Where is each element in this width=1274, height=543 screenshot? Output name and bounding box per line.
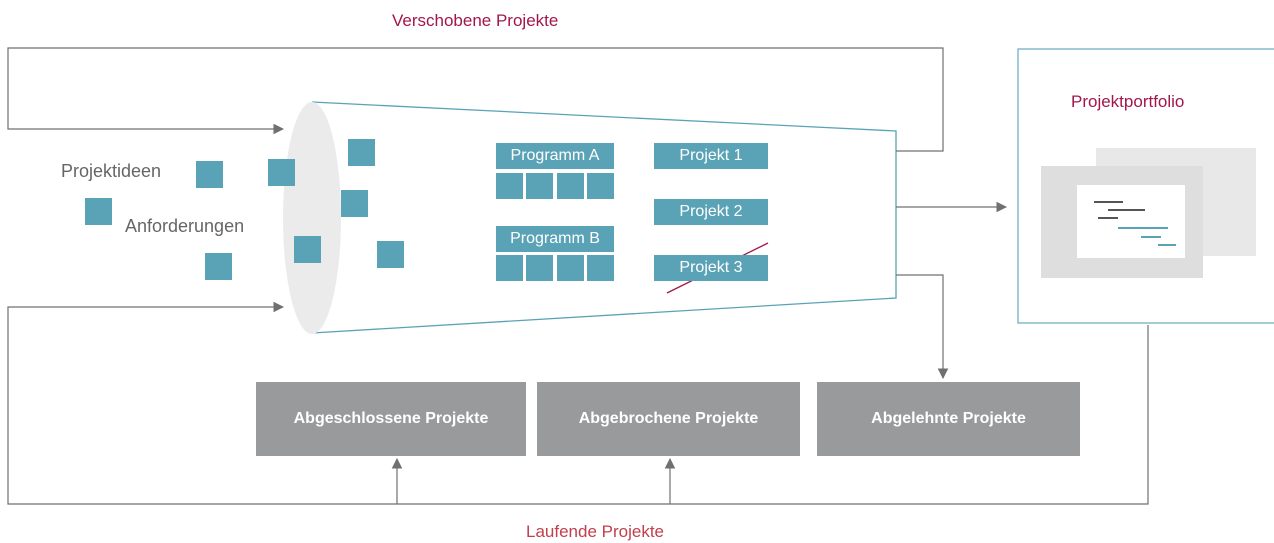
- program-b-project-cell: [496, 255, 523, 281]
- rejected-projects-box: Abgelehnte Projekte: [817, 382, 1080, 456]
- idea-square: [268, 159, 295, 186]
- running-projects-label: Laufende Projekte: [526, 522, 664, 541]
- program-b-project-cell: [557, 255, 584, 281]
- idea-square: [377, 241, 404, 268]
- project-1-label: Projekt 1: [654, 143, 768, 169]
- idea-square: [205, 253, 232, 280]
- project-2-label: Projekt 2: [654, 199, 768, 225]
- running-loop-arrow: [7, 301, 1149, 505]
- postponed-loop-arrow: [7, 47, 944, 152]
- idea-square: [196, 161, 223, 188]
- idea-square: [341, 190, 368, 217]
- program-a-project-cell: [526, 173, 553, 199]
- project-ideas-label: Projektideen: [61, 161, 162, 181]
- to-rejected-arrow: [896, 274, 949, 380]
- idea-square: [85, 198, 112, 225]
- postponed-projects-label: Verschobene Projekte: [392, 11, 559, 30]
- program-b-project-cell: [526, 255, 553, 281]
- program-a-project-cell: [587, 173, 614, 199]
- funnel-outline: [311, 101, 897, 334]
- gantt-icon: [1094, 201, 1176, 246]
- program-a-label: Programm A: [496, 143, 614, 169]
- cancelled-projects-box: Abgebrochene Projekte: [537, 382, 800, 456]
- completed-projects-box: Abgeschlossene Projekte: [256, 382, 526, 456]
- portfolio-title: Projektportfolio: [1071, 92, 1185, 111]
- program-a-project-cell: [496, 173, 523, 199]
- project-3-label: Projekt 3: [654, 255, 768, 281]
- portfolio-document: [1077, 185, 1185, 258]
- requirements-label: Anforderungen: [125, 216, 245, 236]
- idea-square: [294, 236, 321, 263]
- idea-square: [348, 139, 375, 166]
- program-b-label: Programm B: [496, 226, 614, 252]
- program-b-project-cell: [587, 255, 614, 281]
- program-a-project-cell: [557, 173, 584, 199]
- funnel-mouth: [283, 102, 341, 334]
